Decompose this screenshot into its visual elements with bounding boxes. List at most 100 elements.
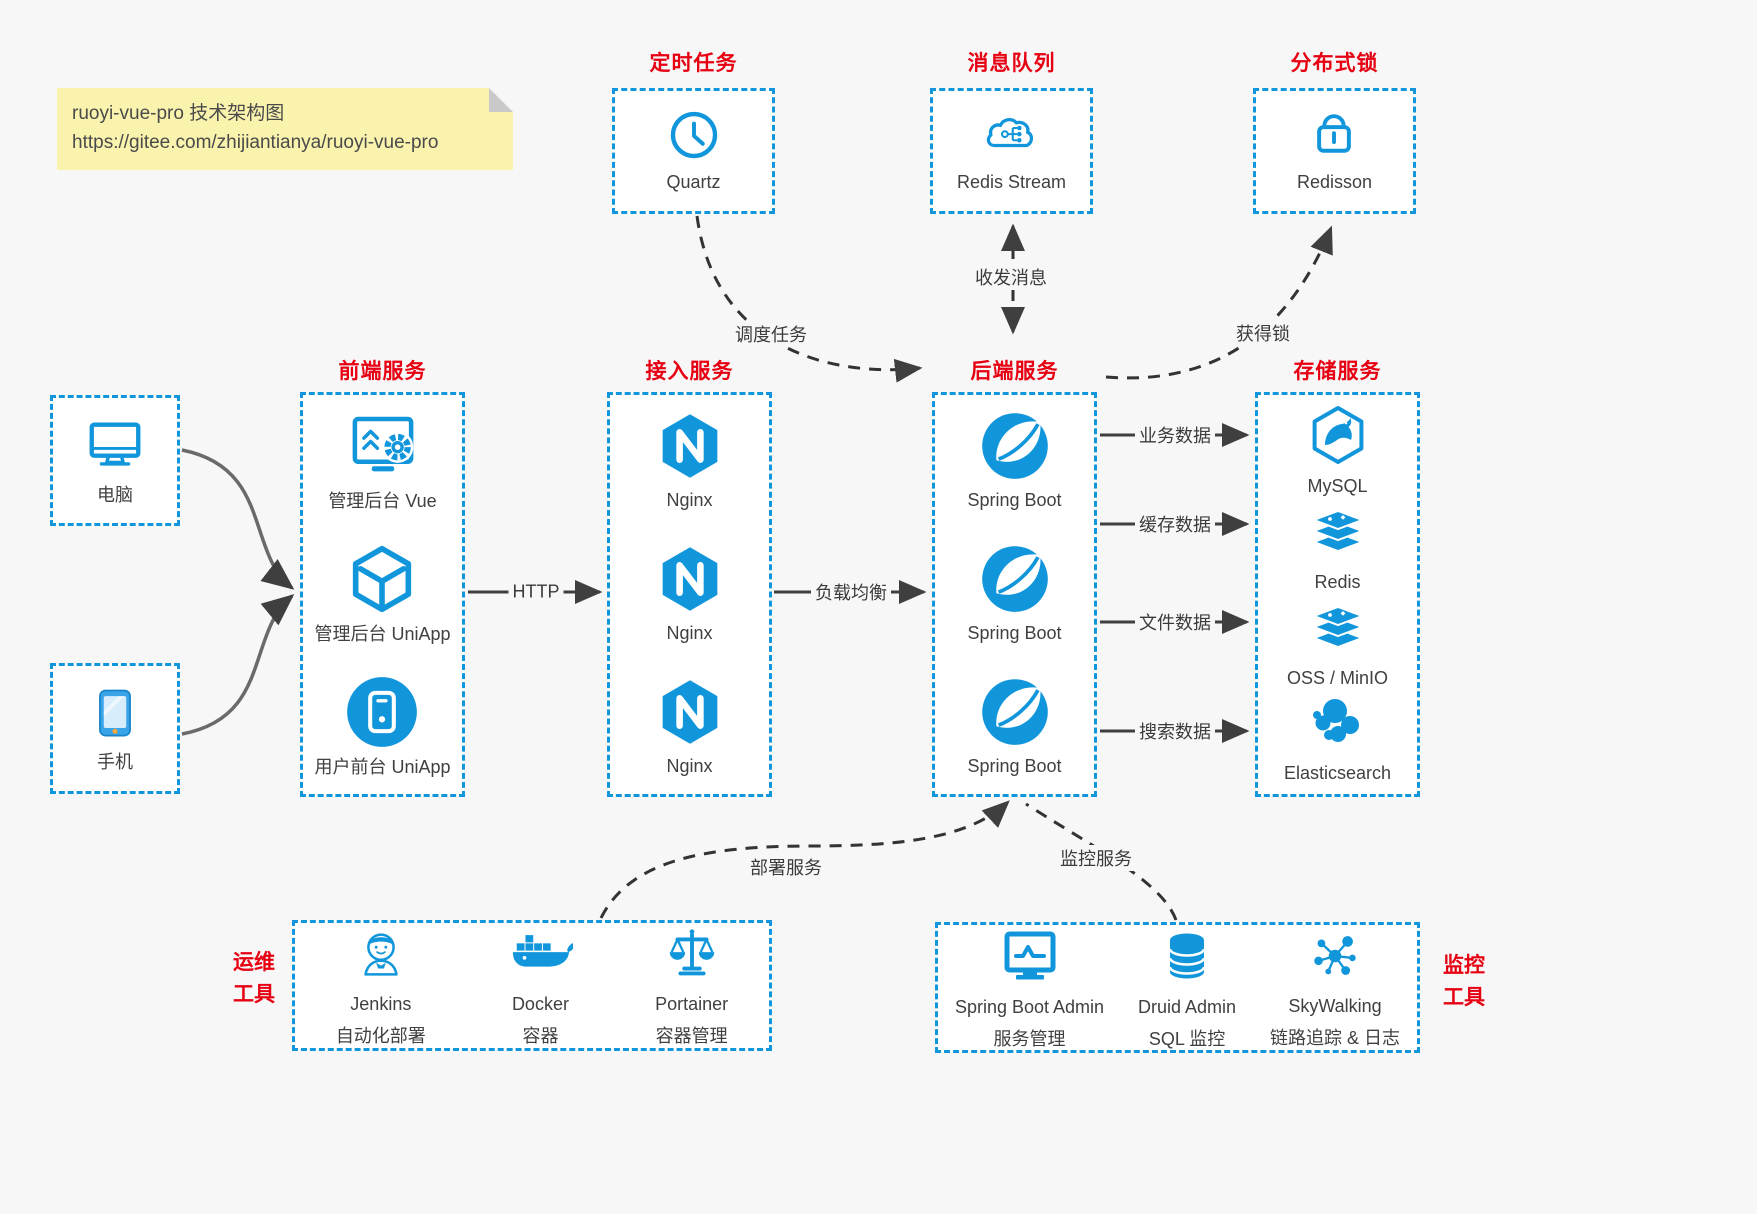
note-url: https://gitee.com/zhijiantianya/ruoyi-vu…	[72, 132, 439, 154]
backend-services-box: Spring Boot Spring Boot Spring Boot	[932, 392, 1097, 797]
pc-client-box: 电脑	[50, 395, 180, 526]
nginx-icon	[655, 411, 725, 481]
column-title-storage: 存储服务	[1293, 360, 1382, 383]
edge-label-http: HTTP	[508, 581, 564, 603]
jenkins-icon	[350, 923, 412, 985]
nginx-label: Nginx	[666, 489, 713, 510]
ops-tools-box: Jenkins 自动化部署 Docker 容器	[292, 920, 772, 1051]
oss-minio-label: OSS / MinIO	[1286, 667, 1389, 688]
user-uniapp-item: 用户前台 UniApp	[314, 676, 451, 779]
spring-boot-item-1: Spring Boot	[967, 411, 1062, 512]
docker-name: Docker	[511, 994, 569, 1015]
redis-stream-label: Redis Stream	[956, 172, 1067, 193]
note-fold-corner	[489, 88, 513, 112]
jenkins-item: Jenkins 自动化部署	[336, 923, 426, 1048]
nginx-label: Nginx	[666, 755, 713, 776]
edge-label-file-data: 文件数据	[1135, 609, 1215, 635]
redisson-item: Redisson	[1297, 107, 1372, 194]
mobile-client-label: 手机	[97, 751, 133, 772]
mobile-app-icon	[346, 676, 418, 748]
nginx-item-2: Nginx	[655, 544, 725, 645]
edge-label-monitor-service: 监控服务	[1056, 845, 1136, 871]
mysql-label: MySQL	[1307, 476, 1368, 497]
clock-icon	[666, 107, 722, 163]
portainer-item: Portainer 容器管理	[655, 923, 728, 1048]
portainer-desc: 容器管理	[655, 1025, 728, 1046]
skywalking-name: SkyWalking	[1288, 996, 1382, 1017]
docker-whale-icon	[507, 923, 576, 985]
edge-label-search-data: 搜索数据	[1135, 718, 1215, 744]
spring-boot-admin-name: Spring Boot Admin	[954, 997, 1105, 1018]
spring-boot-label: Spring Boot	[967, 622, 1062, 643]
spring-icon	[980, 677, 1050, 747]
quartz-label: Quartz	[666, 172, 721, 193]
pc-client-label: 电脑	[97, 484, 133, 505]
sticky-note: ruoyi-vue-pro 技术架构图 https://gitee.com/zh…	[57, 88, 513, 170]
section-title-distributed-lock: 分布式锁	[1290, 52, 1379, 75]
redis-stream-box: Redis Stream	[930, 88, 1093, 214]
elasticsearch-item: Elasticsearch	[1284, 690, 1391, 785]
redisson-label: Redisson	[1296, 172, 1373, 193]
elasticsearch-label: Elasticsearch	[1283, 763, 1392, 784]
spring-boot-item-2: Spring Boot	[967, 544, 1062, 645]
mysql-icon	[1306, 403, 1370, 467]
spring-boot-label: Spring Boot	[967, 755, 1062, 776]
database-icon	[1155, 924, 1219, 988]
section-title-scheduled-tasks: 定时任务	[649, 52, 738, 75]
edge-label-load-balance: 负载均衡	[811, 579, 891, 605]
spring-boot-admin-item: Spring Boot Admin 服务管理	[955, 924, 1104, 1051]
redis-stack-icon	[1306, 499, 1370, 563]
spring-boot-admin-desc: 服务管理	[993, 1028, 1066, 1049]
uniapp-cube-icon	[346, 543, 418, 615]
smartphone-icon	[85, 683, 145, 743]
scales-icon	[661, 923, 723, 985]
edge-label-acquire-lock: 获得锁	[1232, 320, 1294, 346]
column-title-backend: 后端服务	[970, 360, 1059, 383]
edge-label-business-data: 业务数据	[1135, 422, 1215, 448]
mobile-client-item: 手机	[85, 683, 145, 774]
redis-label: Redis	[1314, 571, 1361, 592]
nginx-label: Nginx	[666, 622, 713, 643]
spring-boot-item-3: Spring Boot	[967, 677, 1062, 778]
ops-tools-title: 运维 工具	[233, 951, 275, 1006]
pc-client-item: 电脑	[84, 414, 146, 507]
edge-mobile-to-frontend	[181, 594, 295, 736]
edge-pc-to-frontend	[181, 448, 295, 590]
spring-boot-label: Spring Boot	[967, 489, 1062, 510]
jenkins-name: Jenkins	[350, 994, 412, 1015]
frontend-services-box: 管理后台 Vue 管理后台 UniApp 用户前台 UniApp	[300, 392, 465, 797]
desktop-icon	[84, 414, 146, 476]
column-title-access: 接入服务	[645, 360, 734, 383]
admin-uniapp-item: 管理后台 UniApp	[314, 543, 451, 646]
nginx-icon	[655, 544, 725, 614]
user-uniapp-label: 用户前台 UniApp	[314, 756, 451, 777]
edge-label-send-receive-message: 收发消息	[971, 264, 1051, 290]
nginx-icon	[655, 677, 725, 747]
network-hub-icon	[1304, 925, 1366, 987]
elasticsearch-icon	[1305, 690, 1369, 754]
edge-label-cache-data: 缓存数据	[1135, 511, 1215, 537]
redis-item: Redis	[1306, 499, 1370, 594]
admin-vue-icon	[347, 410, 419, 482]
monitor-tools-box: Spring Boot Admin 服务管理 Druid Admin SQL 监…	[935, 922, 1420, 1053]
redis-stream-item: Redis Stream	[957, 107, 1066, 194]
lock-icon	[1306, 107, 1362, 163]
spring-icon	[980, 411, 1050, 481]
jenkins-desc: 自动化部署	[335, 1025, 426, 1046]
mysql-item: MySQL	[1306, 403, 1370, 498]
access-services-box: Nginx Nginx Nginx	[607, 392, 772, 797]
docker-desc: 容器	[522, 1025, 559, 1046]
docker-item: Docker 容器	[507, 923, 576, 1048]
nginx-item-1: Nginx	[655, 411, 725, 512]
druid-admin-desc: SQL 监控	[1148, 1028, 1226, 1049]
section-title-message-queue: 消息队列	[967, 52, 1056, 75]
skywalking-desc: 链路追踪 & 日志	[1269, 1027, 1400, 1048]
spring-icon	[980, 544, 1050, 614]
edge-label-deploy-service: 部署服务	[746, 854, 826, 880]
portainer-name: Portainer	[655, 994, 729, 1015]
storage-services-box: MySQL Redis	[1255, 392, 1420, 797]
skywalking-item: SkyWalking 链路追踪 & 日志	[1270, 925, 1400, 1050]
admin-uniapp-label: 管理后台 UniApp	[314, 623, 451, 644]
